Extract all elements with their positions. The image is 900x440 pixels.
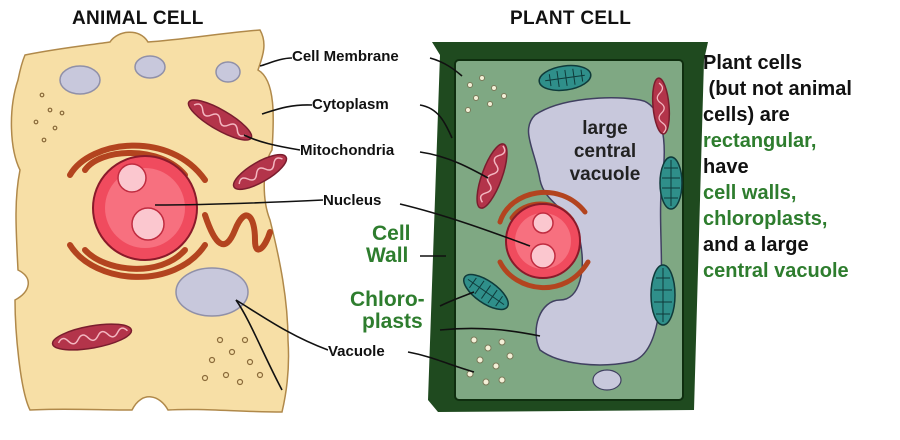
plant-nucleus <box>505 203 581 279</box>
leader-chloroplasts <box>439 291 475 307</box>
label-central-vacuole-line1: large <box>582 118 628 139</box>
leader-vacuole-left <box>235 299 329 351</box>
summary-line-1: Plant cells <box>703 52 802 74</box>
leader-vacuole-extra <box>235 299 283 391</box>
leader-cell-membrane-left <box>259 57 293 67</box>
leader-nucleus-right <box>399 203 531 247</box>
chloroplast-3 <box>650 264 676 326</box>
animal-vacuole-small-1 <box>59 65 101 95</box>
label-vacuole: Vacuole <box>328 343 385 360</box>
animal-granules <box>33 92 264 386</box>
animal-nucleus <box>92 155 198 261</box>
label-nucleus: Nucleus <box>323 192 382 209</box>
summary-line-5: have <box>703 156 749 178</box>
summary-line-2: (but not animal <box>703 78 852 100</box>
leader-cytoplasm-left <box>261 104 313 115</box>
plant-cell <box>428 42 708 412</box>
summary-line-4: rectangular, <box>703 130 817 152</box>
label-chloroplasts-line2: plasts <box>362 310 423 333</box>
label-central-vacuole-line3: vacuole <box>569 164 641 185</box>
summary-text: Plant cells (but not animal cells) are r… <box>703 50 898 284</box>
animal-cell <box>10 29 290 413</box>
plant-mitochondrion-2 <box>651 77 671 135</box>
summary-line-8: and a large <box>703 234 809 256</box>
chloroplast-1 <box>538 64 592 92</box>
summary-line-6: cell walls, <box>703 182 797 204</box>
leader-nucleus-left <box>154 199 324 206</box>
animal-mitochondrion-2 <box>232 153 288 191</box>
leader-vacuole-right <box>407 351 475 373</box>
leader-mitochondria-right <box>419 151 489 179</box>
plant-granules <box>465 75 514 386</box>
label-mitochondria: Mitochondria <box>300 142 395 159</box>
leader-cytoplasm-right <box>419 104 453 139</box>
plant-mitochondrion-1 <box>476 143 508 209</box>
plant-cell-title: PLANT CELL <box>510 8 632 29</box>
label-central-vacuole-line2: central <box>573 141 637 162</box>
leader-lines <box>154 57 541 391</box>
label-cell-wall-line2: Wall <box>366 244 409 267</box>
leader-central-vacuole <box>439 327 541 337</box>
summary-line-7: chloroplasts, <box>703 208 828 230</box>
chloroplast-4 <box>463 273 509 311</box>
animal-vacuole-small-2 <box>134 55 166 79</box>
summary-line-9: central vacuole <box>703 260 849 282</box>
plant-vacuole-small <box>592 369 622 391</box>
label-cytoplasm: Cytoplasm <box>312 96 389 113</box>
animal-cell-title: ANIMAL CELL <box>72 8 204 29</box>
animal-mitochondrion-3 <box>51 323 133 351</box>
summary-line-3: cells) are <box>703 104 790 126</box>
animal-endoplasmic-reticulum <box>67 142 273 280</box>
label-chloroplasts-line1: Chloro- <box>350 288 425 311</box>
animal-vacuole-large <box>175 267 249 317</box>
leader-cell-membrane-right <box>429 57 463 77</box>
chloroplast-2 <box>659 156 683 210</box>
label-cell-wall-line1: Cell <box>372 222 411 245</box>
label-cell-membrane: Cell Membrane <box>292 48 399 65</box>
animal-vacuole-small-3 <box>215 61 241 83</box>
leader-mitochondria-left <box>243 134 301 151</box>
